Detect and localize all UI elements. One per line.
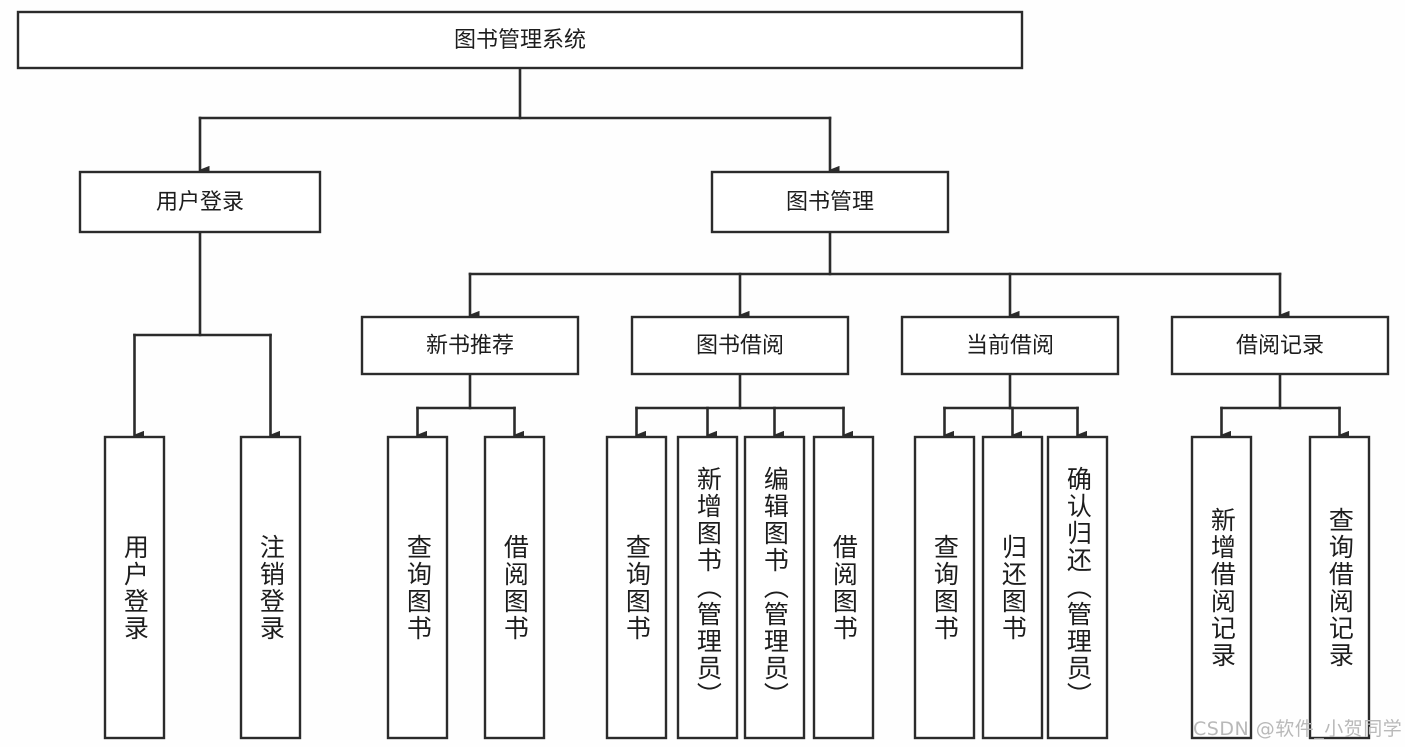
leaf-box-8-查询图书[interactable] (913, 435, 976, 740)
leaf-box-0-用户登录[interactable] (103, 435, 166, 740)
node-box-root[interactable] (16, 10, 1024, 70)
csdn-watermark: CSDN @软件_小贺同学 (1193, 718, 1403, 740)
connector-links (133, 66, 1350, 440)
leaf-box-2-查询图书[interactable] (386, 435, 449, 740)
leaf-box-7-借阅图书[interactable] (812, 435, 875, 740)
node-box-图书借阅[interactable] (630, 315, 850, 376)
node-label-用户登录: 用户登录 (156, 190, 244, 215)
node-label-当前借阅: 当前借阅 (966, 334, 1054, 359)
leaf-box-4-查询图书[interactable] (605, 435, 668, 740)
node-boxes (16, 10, 1390, 740)
leaf-box-12-查询借阅记录[interactable] (1308, 435, 1371, 740)
node-box-用户登录[interactable] (78, 170, 322, 234)
node-box-新书推荐[interactable] (360, 315, 580, 376)
node-box-借阅记录[interactable] (1170, 315, 1390, 376)
leaf-box-5-新增图书管理员[interactable] (676, 435, 739, 740)
node-label-借阅记录: 借阅记录 (1236, 334, 1324, 359)
node-label-新书推荐: 新书推荐 (426, 334, 514, 359)
node-label-root: 图书管理系统 (454, 28, 586, 53)
leaf-box-9-归还图书[interactable] (981, 435, 1044, 740)
node-label-图书借阅: 图书借阅 (696, 334, 784, 359)
leaf-box-11-新增借阅记录[interactable] (1190, 435, 1253, 740)
leaf-box-10-确认归还管理员[interactable] (1046, 435, 1109, 740)
leaf-box-6-编辑图书管理员[interactable] (743, 435, 806, 740)
node-box-当前借阅[interactable] (900, 315, 1120, 376)
node-label-图书管理: 图书管理 (786, 190, 874, 215)
leaf-box-1-注销登录[interactable] (239, 435, 302, 740)
node-box-图书管理[interactable] (710, 170, 950, 234)
leaf-box-3-借阅图书[interactable] (483, 435, 546, 740)
